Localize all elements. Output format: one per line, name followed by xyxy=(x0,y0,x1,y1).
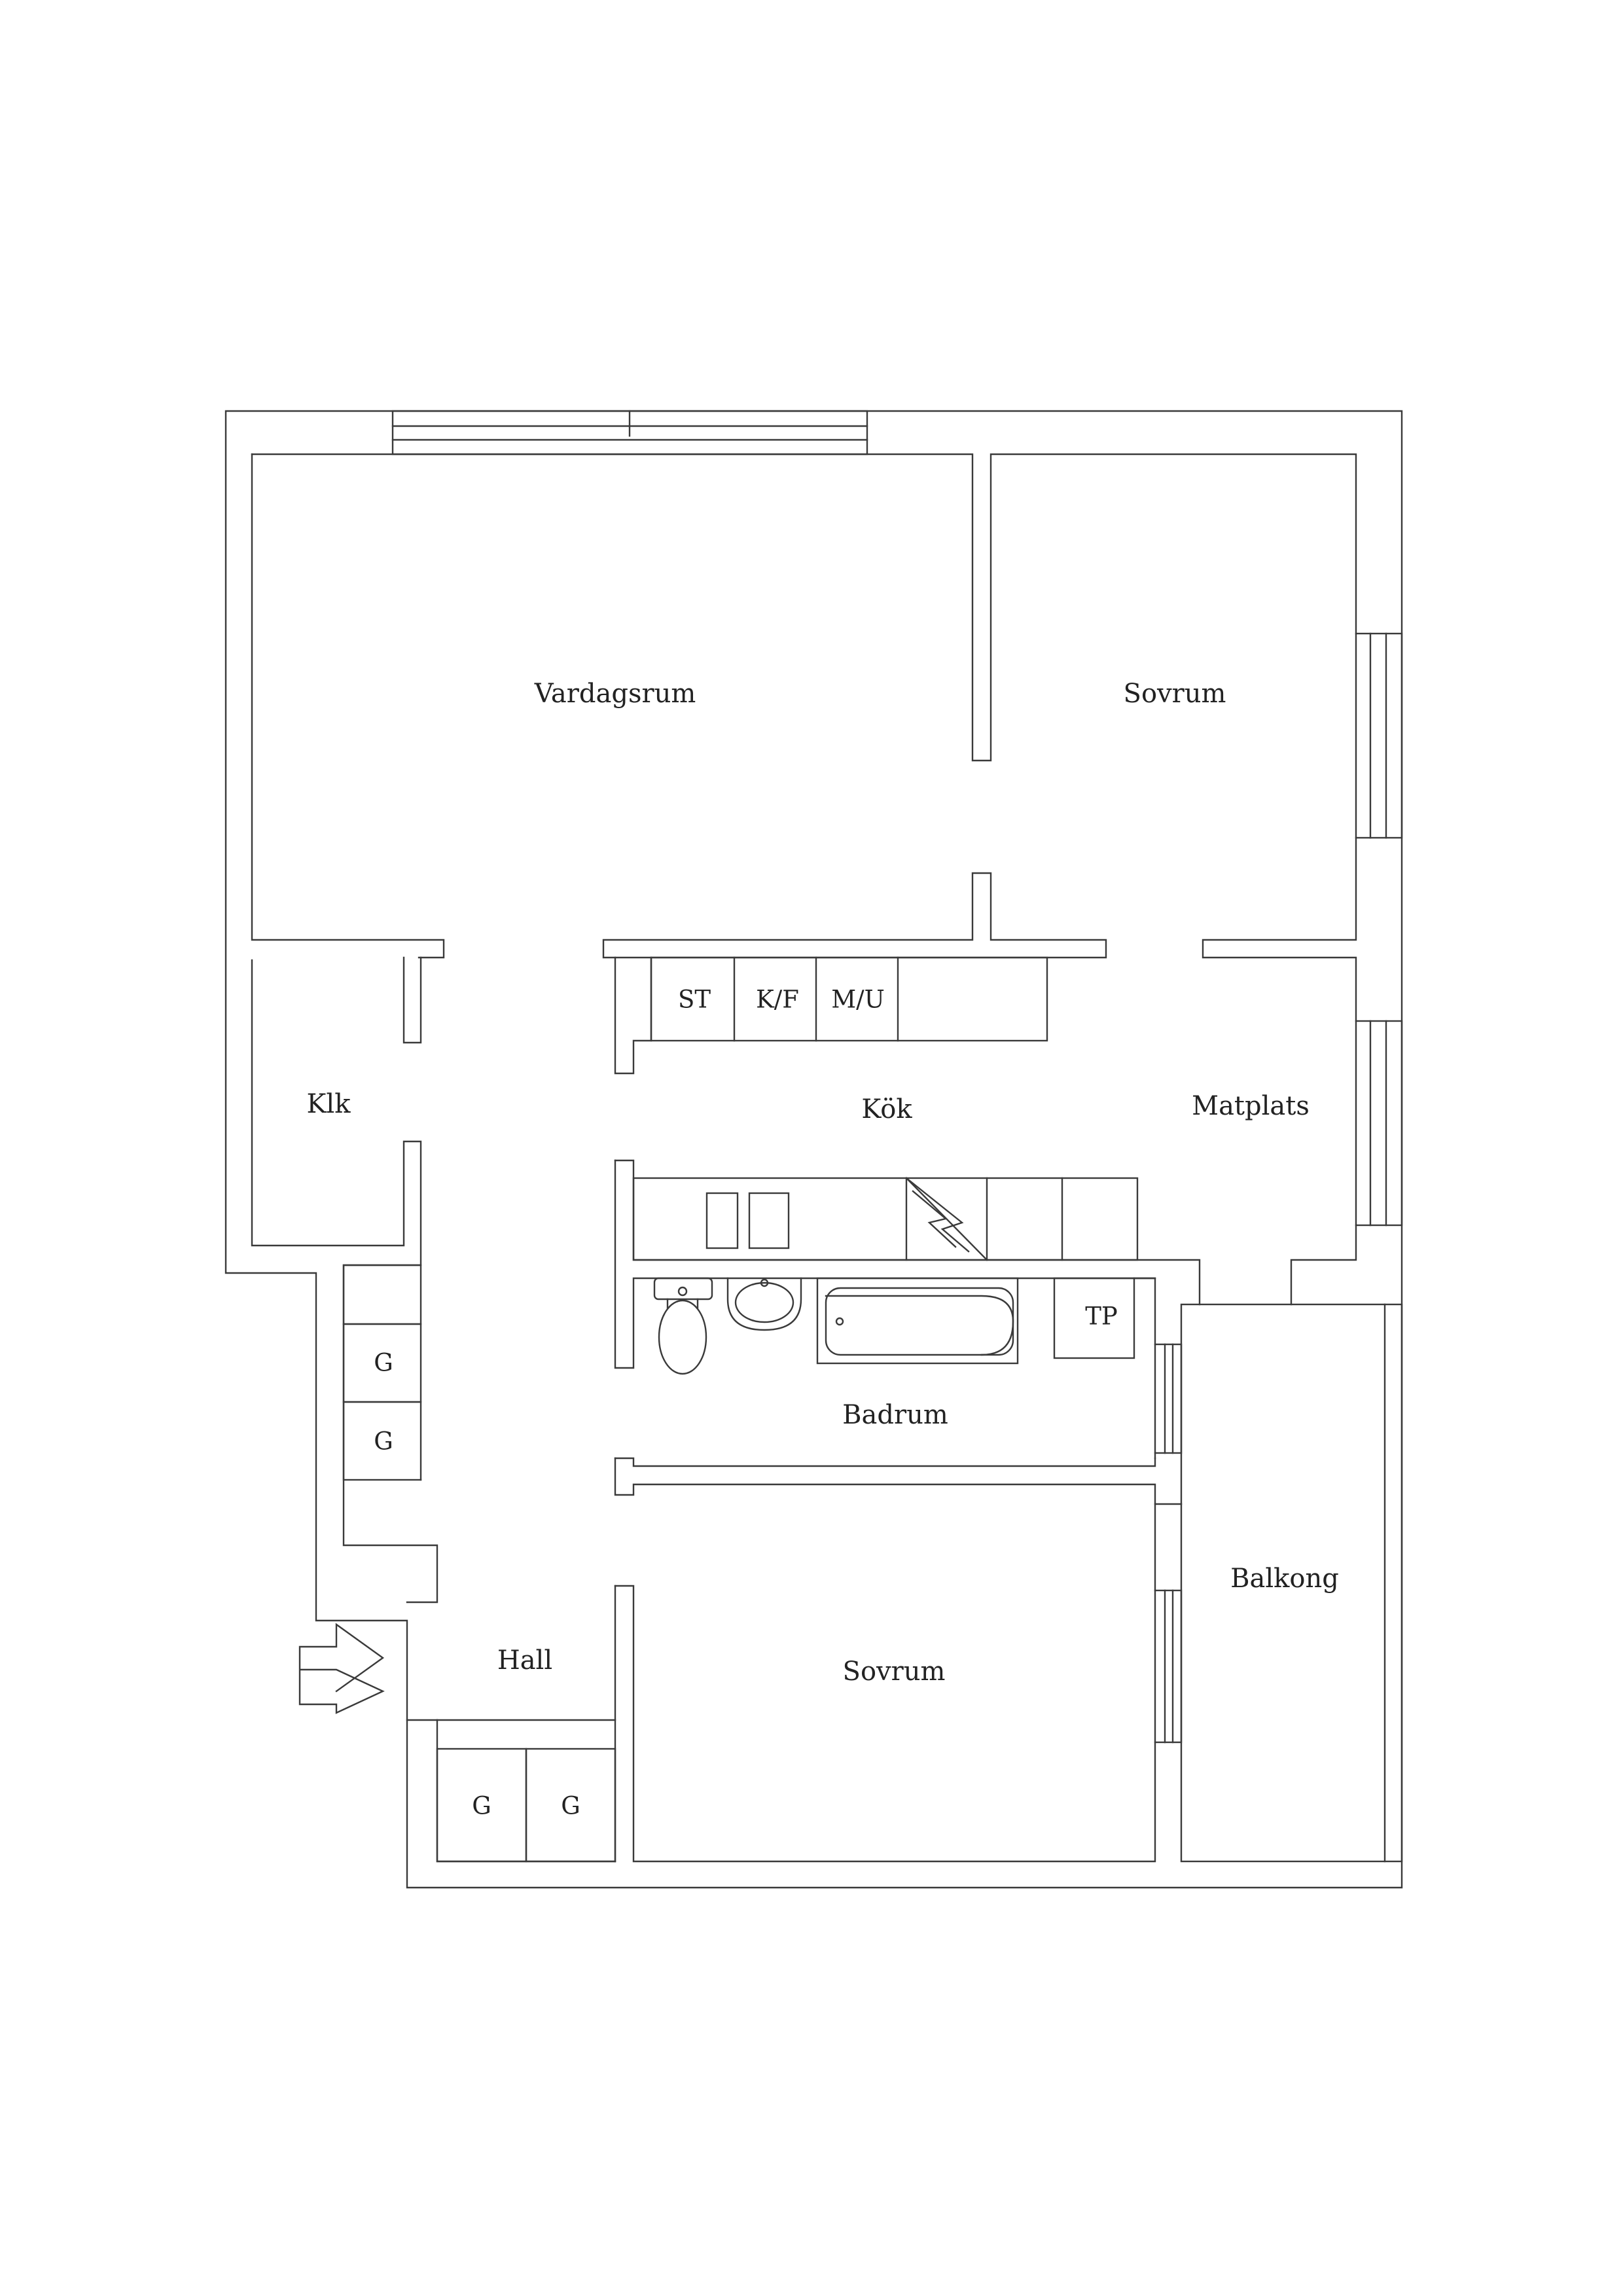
bathtub-icon xyxy=(816,1277,1019,1365)
window-right-lower xyxy=(1355,1020,1403,1227)
room-label-hall: Hall xyxy=(497,1645,552,1676)
balcony xyxy=(1180,1303,1403,1863)
wardrobes-hall-bottom xyxy=(436,1748,616,1863)
kitchen-lower-counter xyxy=(632,1177,1139,1261)
wardrobe-label: G xyxy=(561,1792,580,1820)
wardrobe-label: G xyxy=(374,1427,393,1456)
room-label-klk: Klk xyxy=(307,1089,351,1119)
wardrobe-label: G xyxy=(472,1792,491,1820)
window-right-upper xyxy=(1355,632,1403,839)
kitchen-upper-counter xyxy=(650,956,1048,1042)
room-label-sovrum-1: Sovrum xyxy=(1124,679,1226,709)
tp-cabinet xyxy=(1053,1277,1135,1359)
wardrobes-hall-left xyxy=(342,1264,422,1481)
room-label-balkong: Balkong xyxy=(1230,1564,1339,1594)
fixture-label-tp: TP xyxy=(1085,1302,1118,1331)
room-label-badrum: Badrum xyxy=(842,1400,948,1430)
fixture-label-kf: K/F xyxy=(756,986,799,1014)
room-label-kok: Kök xyxy=(861,1094,912,1124)
toilet-icon xyxy=(653,1277,713,1375)
kitchen-sink-icon xyxy=(705,1192,790,1249)
window-top xyxy=(391,410,868,456)
fixture-label-mu: M/U xyxy=(831,986,885,1014)
sink-icon xyxy=(726,1277,802,1331)
wardrobe-label: G xyxy=(374,1349,393,1377)
entrance-arrow-icon xyxy=(298,1623,385,1714)
room-label-matplats: Matplats xyxy=(1192,1091,1310,1121)
fixture-label-st: ST xyxy=(678,986,711,1014)
outer-walls xyxy=(224,410,1403,1889)
room-label-sovrum-2: Sovrum xyxy=(843,1657,946,1687)
stove-icon xyxy=(905,1177,988,1261)
room-label-vardagsrum: Vardagsrum xyxy=(534,679,696,709)
